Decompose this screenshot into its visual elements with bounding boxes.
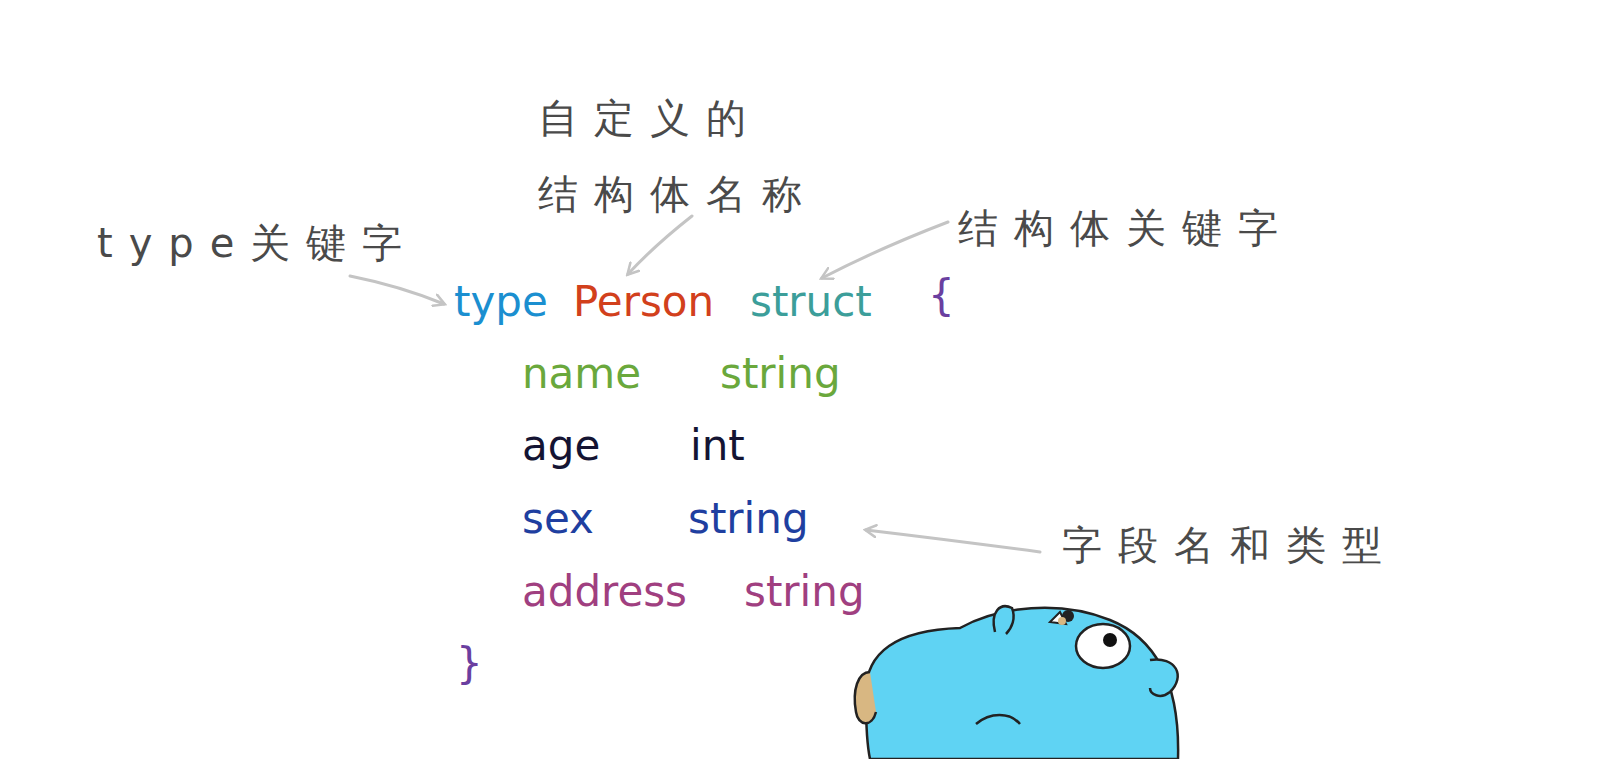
annotation-text: 自定义的 结构体名称 — [538, 80, 888, 232]
field-name: age — [522, 422, 600, 470]
field-type: string — [688, 495, 809, 543]
code-brace: } — [456, 640, 483, 688]
field-name: address — [522, 568, 687, 616]
annotation-text: type关键字 — [97, 220, 418, 266]
code-keyword: struct — [750, 278, 872, 326]
code-type-name: Person — [573, 278, 714, 326]
field-name: sex — [522, 495, 594, 543]
code-keyword: type — [454, 278, 548, 326]
field-type: string — [744, 568, 865, 616]
gopher — [855, 606, 1178, 759]
annotation-text: 结构体关键字 — [958, 205, 1294, 251]
code-brace: { — [928, 272, 955, 320]
field-type: string — [720, 350, 841, 398]
field-type: int — [690, 422, 745, 470]
leader-lines — [350, 216, 1040, 552]
field-name: name — [522, 350, 641, 398]
annotation-text: 字段名和类型 — [1062, 522, 1398, 568]
